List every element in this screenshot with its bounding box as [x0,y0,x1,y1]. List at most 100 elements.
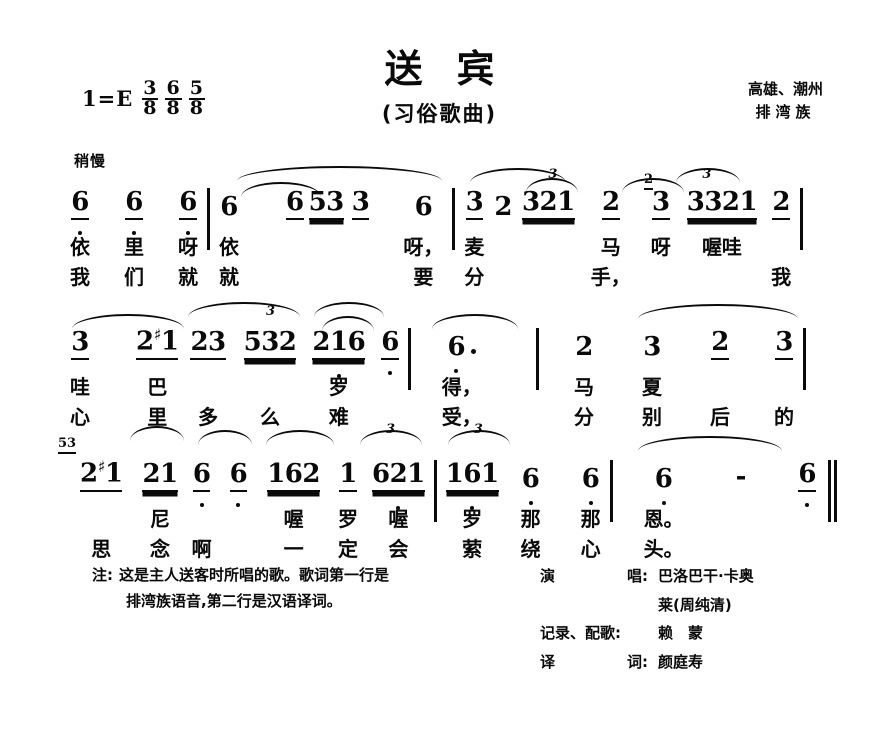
note-row: 6 [447,320,477,360]
lyric-paiwan: 喔哇 [701,235,742,259]
music-system-1: 6 依 我 6 里 们 6 呀 就 6 依 就 [70,166,815,300]
note: 23 [190,329,226,360]
lyric-paiwan: 那 [520,507,541,531]
note-row: 6 [71,180,89,220]
note-row: 216 [312,320,366,360]
lyric-paiwan: 喔 [283,507,304,531]
measure: 6 依 我 6 里 们 6 呀 就 [70,180,198,300]
credits: 演 唱: 巴洛巴干·卡奥 莱(周纯清) 记录、配歌: 赖 蒙 译 词: 颜庭寿 [540,562,840,676]
note-column: 53 [308,180,344,292]
note-column: 1 罗 定 [338,452,358,564]
note: 21 [142,461,178,492]
note: 6 [286,189,304,220]
note: 6 [192,461,211,492]
triplet-number: 3 [548,167,558,182]
note-extension-dash: - [735,462,747,492]
note: 6 [71,189,89,220]
note: 162 [267,461,320,492]
lyric-chinese: 会 [388,537,409,561]
song-subtitle: (习俗歌曲) [381,102,498,126]
note-row: 53 2♯1 [58,436,123,492]
measure: 3 53 2♯1 思 21 尼 念 6 啊 6 [58,422,425,572]
note: 6 [220,192,238,222]
note-column: 161 罗 萦 [445,452,499,564]
slur [638,304,798,319]
lyric-paiwan: 呀 [178,235,198,259]
triplet-number: 3 [266,304,276,319]
note: 2 [711,329,729,360]
lyric-chinese: 分 [574,405,594,429]
note-column: 621 喔 会 [372,452,425,564]
note-row: 21 [142,452,178,492]
grace-note: 2 [643,172,653,190]
lyric-chinese: 我 [771,265,792,289]
song-title: 送宾 [384,47,529,91]
note: 3 [651,189,670,220]
note-row: 3 [775,320,793,360]
note-row: 6 [220,180,238,220]
note: 6 [381,329,399,360]
barline [609,460,613,522]
final-barline [827,460,831,522]
lyric-chinese: 难 [328,405,349,429]
lyric-chinese: 啊 [191,537,212,561]
note-column: 321 [521,180,575,292]
lyric-paiwan: 恩。 [643,507,684,531]
measure: 3 3 哇 心 2♯1 巴 里 23 多 532 [70,302,399,440]
triplet-number: 3 [702,167,712,182]
note: 53 [308,189,344,220]
note: 3 [775,329,793,360]
measure: 6 得， 受， [420,314,527,440]
note-column: 2 马 分 [574,320,594,432]
slur [237,166,442,181]
sharp-accidental: ♯ [153,325,162,345]
note-column: 6 [229,452,248,564]
note-row: - [736,452,747,492]
meter-numerator: 5 [188,77,205,100]
note: 6 [179,189,197,220]
note-column: 6 那 绕 [521,452,541,564]
lyric-paiwan: 马 [574,375,594,399]
note-column: 3 哇 心 [70,320,90,432]
note: 621 [372,461,425,492]
note-row: 2♯1 [136,320,179,360]
lyric-paiwan: 那 [580,507,601,531]
lyric-chinese: 心 [70,405,90,429]
time-signature-3: 5 8 [188,77,205,119]
performance-notes: 注:这是主人送客时所唱的歌。歌词第一行是 排湾族语音,第二行是汉语译词。 [92,562,522,615]
lyric-paiwan: 呀 [650,235,671,259]
credit-value-continued: 莱(周纯清) [658,595,732,614]
credit-value: 巴洛巴干·卡奥 [658,567,754,585]
note-row: 6 [229,452,248,492]
lyric-chinese: 们 [124,265,144,289]
note: 3 [71,329,89,360]
credit-value: 颜庭寿 [658,652,704,671]
note: 2 [601,189,620,220]
note-column: 6 得， 受， [442,320,482,432]
lyric-chinese: 萦 [462,537,483,561]
attribution: 高雄、潮州 排湾族 [748,78,823,125]
credit-label: 记录、配歌: [540,619,648,648]
lyric-paiwan: 喔 [388,507,409,531]
key-signature-text: 1=E [82,86,134,112]
note-row: 2 [494,180,512,220]
note-row: 2 3 [643,172,670,220]
lyric-chinese: 多 [198,405,219,429]
note-column: 6 那 心 [581,452,601,564]
time-signatures: 3 8 6 8 5 8 [142,77,212,119]
note: 3 [351,189,370,220]
time-signature-1: 3 8 [142,79,159,117]
note-row: 6 [192,452,211,492]
note-column: 6 啊 [192,452,212,564]
note: 321 [521,189,575,220]
note-column: 3 [351,180,370,292]
barline [452,188,456,250]
note: 2 [136,327,154,357]
meter-denominator: 8 [189,96,204,119]
note-column: 3 的 [774,320,794,432]
note-column: 3 夏 别 [642,320,662,432]
note-text-line2: 排湾族语音,第二行是汉语译词。 [126,592,342,611]
measure: 2 马 分 3 夏 别 2 后 3 的 [548,304,798,440]
lyric-paiwan: 尼 [150,507,171,531]
meter-numerator: 6 [165,77,182,100]
